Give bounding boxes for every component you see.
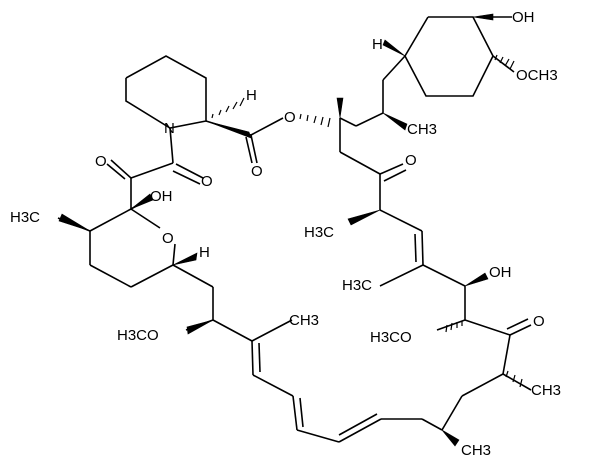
wedge-pyran-h: [172, 252, 198, 266]
bond-chain-12: [422, 264, 466, 287]
bond-ring-to-chain: [382, 55, 406, 81]
bond-chain-2: [355, 112, 384, 127]
label-h3c-vinyl: H3C: [342, 277, 372, 294]
bond-chain-9: [502, 334, 511, 375]
bond-chain-8: [461, 373, 504, 397]
bond-chain-5: [212, 319, 253, 342]
hash-ester-o: [299, 113, 331, 128]
bond-triene-4b: [299, 397, 304, 428]
bond-chain-16: [339, 151, 381, 175]
label-h-cyclohexyl: H: [372, 36, 383, 53]
wedge-ome-left: [186, 319, 214, 335]
label-ch3-diene: CH3: [289, 312, 319, 329]
bond-ketone-o-b: [383, 169, 407, 182]
bond-pyran-3: [130, 264, 174, 288]
wedge-pip-c: [205, 120, 252, 139]
bond-triene-6b: [338, 413, 378, 436]
wedge-cyclohexyl-oh: [472, 13, 494, 21]
bond-pyran-2: [89, 264, 132, 288]
wedge-bonds: [58, 13, 494, 447]
bond-vinyl-methyl: [379, 264, 424, 287]
label-h3co-right: H3CO: [370, 329, 412, 346]
bond-chain-19: [436, 319, 466, 331]
bond-triene-2: [251, 340, 254, 376]
cyclohexane-ring: [404, 16, 494, 97]
wedge-c-oh-right: [464, 272, 489, 287]
bond-ketone-o: [379, 163, 404, 175]
wedge-hemiketal-oh: [130, 193, 154, 210]
label-oh-right: OH: [489, 264, 512, 281]
bond-c-o-keto1: [110, 159, 132, 179]
bond-chain-18: [339, 117, 357, 127]
wedge-h3c-mid: [347, 209, 381, 226]
bond-c32-o-b: [506, 318, 529, 330]
bond-c-c-diketo: [130, 162, 174, 179]
bond-hemiketal-ringo: [130, 208, 161, 229]
label-oh-top: OH: [512, 9, 535, 26]
hashed-bonds: [211, 54, 523, 388]
hash-right-methyl: [505, 370, 523, 388]
bond-triene-5: [296, 429, 340, 443]
bond-chain-3: [172, 264, 214, 288]
label-oh-hemiketal: OH: [150, 188, 173, 205]
bond-chain-10: [464, 319, 511, 336]
bond-methyl-right: [502, 373, 532, 391]
bond-ester-co: [250, 117, 284, 136]
bond-triene-1: [251, 319, 293, 342]
bond-n-c: [169, 127, 174, 164]
bond-hemiketal-left: [89, 208, 132, 232]
label-o-c32: O: [405, 152, 417, 169]
wedge-chain-methyl: [382, 112, 408, 131]
label-h3co-left: H3CO: [117, 327, 159, 344]
bond-c32-o: [509, 324, 532, 336]
label-h-pipecolate: H: [246, 87, 257, 104]
bond-chain-14: [379, 209, 423, 232]
bond-c-och3-top: [492, 55, 515, 73]
label-h3c-mid: H3C: [304, 224, 334, 241]
bond-c-o-keto2: [175, 163, 204, 179]
label-ring-o: O: [162, 230, 174, 247]
bond-triene-2b: [258, 342, 261, 373]
bond-ester-c-o: [250, 134, 258, 164]
bond-ringo-c: [172, 243, 176, 266]
bond-chain-6: [421, 418, 443, 431]
piperidine-ring: [125, 55, 207, 129]
label-ester-o: O: [284, 109, 296, 126]
label-o-ester-carbonyl: O: [251, 163, 263, 180]
hash-och3-top: [494, 54, 515, 70]
wedge-methyl-left: [58, 213, 91, 232]
label-ch3-right: CH3: [531, 382, 561, 399]
bond-chain-13: [421, 230, 424, 266]
label-och3-top: OCH3: [516, 67, 558, 84]
hash-ome-right: [445, 321, 463, 333]
bond-triene-4: [292, 395, 298, 431]
bond-c-o-keto2b: [172, 170, 201, 185]
bond-chain-13b: [414, 233, 417, 263]
label-n: N: [164, 120, 175, 137]
label-ch3-bottom: CH3: [461, 442, 491, 459]
wedge-chain-h: [336, 97, 344, 119]
bond-chain-7: [441, 395, 463, 431]
bond-triene-3: [252, 374, 294, 397]
label-h3c-left: H3C: [10, 209, 40, 226]
label-o-keto2: O: [201, 173, 213, 190]
label-o-right-ketone: O: [533, 313, 545, 330]
bond-ester-c-o-2: [245, 136, 253, 164]
label-h-pyran: H: [199, 244, 210, 261]
label-o-keto1: O: [95, 153, 107, 170]
wedge-bottom-methyl: [441, 429, 460, 447]
bond-c-o-keto1b: [106, 163, 126, 180]
bond-triene-6: [338, 418, 382, 443]
atom-labels: OH OCH3 H H CH3 O N O O O O H3C OH O H H…: [10, 9, 561, 459]
hash-pip-h: [211, 97, 245, 119]
wedge-cyclohexyl-h: [382, 39, 406, 57]
bond-skeleton: [57, 16, 532, 443]
label-ch3-side: CH3: [407, 121, 437, 138]
